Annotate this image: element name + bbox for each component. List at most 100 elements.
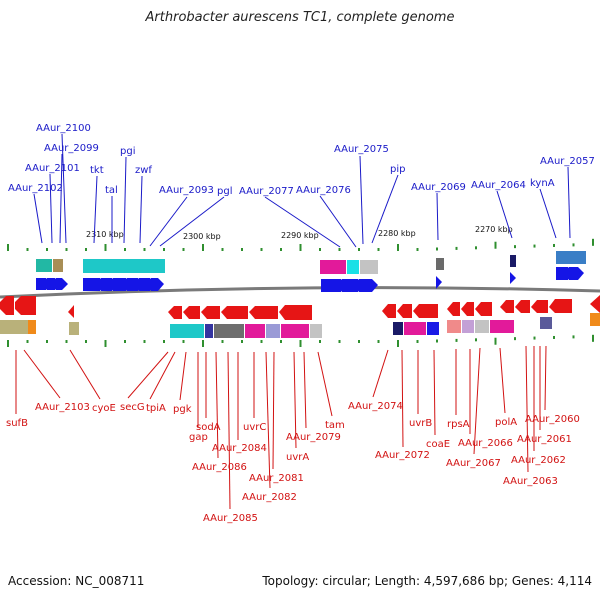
gene-label-AAur_2061: AAur_2061	[517, 434, 572, 445]
label-leader-line	[371, 174, 399, 244]
forward-gene-arrow	[436, 276, 442, 289]
gene-label-AAur_2066: AAur_2066	[458, 438, 513, 449]
bottom-gene-labels: sufB AAur_2103 cyoE secG tpiA pgk sodA g…	[6, 401, 580, 524]
label-leader-line	[401, 349, 404, 448]
label-leader-line	[149, 196, 188, 247]
gene-label-AAur_2085: AAur_2085	[203, 513, 258, 524]
feature-block	[310, 324, 322, 338]
label-leader-line	[179, 351, 187, 401]
feature-block	[170, 324, 204, 338]
label-leader-line	[567, 166, 571, 239]
feature-block	[36, 259, 52, 272]
label-leader-line	[496, 190, 513, 239]
gene-label-pip: pip	[390, 164, 405, 175]
feature-block	[205, 324, 213, 338]
label-leader-line	[293, 351, 297, 449]
feature-block	[475, 320, 489, 333]
gene-label-AAur_2084: AAur_2084	[212, 443, 267, 454]
accession-text: Accession: NC_008711	[8, 574, 145, 588]
top-label-leaders	[33, 133, 571, 248]
gene-label-coaE: coaE	[426, 439, 450, 450]
feature-block	[28, 320, 36, 334]
feature-block	[393, 322, 403, 335]
label-leader-line	[59, 153, 63, 244]
gene-label-uvrB: uvrB	[409, 418, 432, 429]
gene-label-AAur_2064: AAur_2064	[471, 180, 526, 191]
gene-label-AAur_2076: AAur_2076	[296, 185, 351, 196]
label-leader-line	[61, 133, 67, 244]
feature-block	[447, 320, 461, 333]
reverse-gene-arrow	[68, 305, 74, 318]
label-leader-line	[317, 351, 333, 417]
label-leader-line	[265, 351, 271, 489]
label-leader-line	[49, 173, 53, 244]
reverse-gene-arrow	[382, 304, 438, 318]
gene-label-AAur_2079: AAur_2079	[286, 432, 341, 443]
map-title: Arthrobacter aurescens TC1, complete gen…	[145, 10, 455, 25]
gene-label-secG: secG	[120, 402, 145, 413]
label-leader-line	[139, 175, 143, 244]
reverse-gene-arrow	[500, 299, 572, 313]
gene-label-pgk: pgk	[173, 404, 192, 415]
feature-block	[540, 317, 552, 329]
scale-ticks	[7, 238, 594, 347]
gene-label-AAur_2103: AAur_2103	[35, 402, 90, 413]
gene-label-tkt: tkt	[90, 165, 104, 176]
feature-block	[69, 322, 79, 335]
gene-label-AAur_2072: AAur_2072	[375, 450, 430, 461]
label-leader-line	[69, 349, 101, 400]
gene-label-gap: gap	[189, 432, 208, 443]
feature-block	[214, 324, 244, 338]
forward-gene-arrow	[510, 272, 516, 284]
feature-block	[320, 260, 346, 274]
label-leader-line	[319, 195, 357, 248]
label-leader-line	[433, 349, 436, 436]
label-leader-line	[33, 193, 43, 244]
forward-feature-blocks	[36, 251, 586, 274]
label-leader-line	[264, 196, 341, 248]
gene-label-AAur_2062: AAur_2062	[511, 455, 566, 466]
gene-label-cyoE: cyoE	[92, 403, 116, 414]
feature-block	[490, 320, 514, 333]
feature-block	[510, 255, 516, 267]
gene-label-rpsA: rpsA	[447, 419, 470, 430]
gene-label-AAur_2081: AAur_2081	[249, 473, 304, 484]
feature-block	[83, 259, 165, 273]
feature-block	[404, 322, 426, 335]
top-gene-labels: AAur_2100 AAur_2099 AAur_2101 AAur_2102 …	[8, 123, 595, 197]
label-leader-line	[215, 351, 219, 459]
scale-label-2310: 2310 kbp	[86, 230, 124, 239]
feature-block	[281, 324, 309, 338]
feature-block	[53, 259, 63, 272]
label-leader-line	[473, 347, 481, 455]
topology-text: Topology: circular; Length: 4,597,686 bp…	[262, 574, 592, 588]
label-leader-line	[359, 155, 364, 245]
reverse-gene-arrow	[447, 302, 492, 316]
gene-label-sufB: sufB	[6, 418, 28, 429]
gene-label-AAur_2101: AAur_2101	[25, 163, 80, 174]
reverse-gene-arrows	[0, 295, 600, 320]
forward-gene-arrow	[36, 278, 68, 290]
feature-block	[427, 322, 439, 335]
gene-label-AAur_2082: AAur_2082	[242, 492, 297, 503]
gene-label-pgl: pgl	[217, 186, 232, 197]
gene-label-AAur_2093: AAur_2093	[159, 185, 214, 196]
label-leader-line	[544, 345, 547, 411]
label-leader-line	[303, 351, 307, 429]
gene-label-tal: tal	[105, 185, 118, 196]
bottom-label-leaders	[15, 345, 547, 510]
feature-block	[590, 313, 600, 326]
gene-label-AAur_2100: AAur_2100	[36, 123, 91, 134]
gene-label-AAur_2057: AAur_2057	[540, 156, 595, 167]
gene-label-sodA: sodA	[196, 422, 221, 433]
gene-label-tam: tam	[325, 420, 345, 431]
feature-block	[266, 324, 280, 338]
reverse-gene-arrow	[0, 296, 36, 315]
gene-label-AAur_2063: AAur_2063	[503, 476, 558, 487]
scale-label-2290: 2290 kbp	[281, 231, 319, 240]
forward-gene-arrow	[83, 278, 164, 291]
label-leader-line	[272, 351, 275, 470]
label-leader-line	[372, 349, 389, 398]
